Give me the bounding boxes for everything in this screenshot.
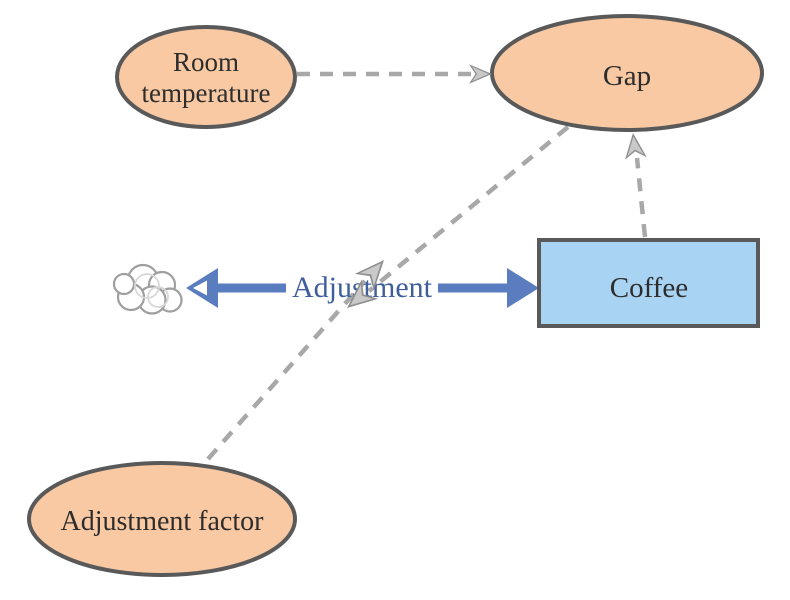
flow-arrowhead-right [507, 268, 539, 308]
connector-adjustment-factor-to-adjustment[interactable] [206, 279, 367, 461]
arrowhead-coffee-to-gap [622, 131, 647, 160]
flow-adjustment[interactable] [186, 268, 539, 308]
adjustment-factor-label: Adjustment factor [61, 506, 265, 537]
node-coffee-stock[interactable]: Coffee [537, 238, 760, 328]
gap-label: Gap [603, 60, 651, 92]
coffee-label: Coffee [610, 272, 688, 304]
connector-gap-to-adjustment[interactable] [367, 125, 570, 293]
room-temperature-label-line2: temperature [142, 78, 271, 108]
room-temperature-label-line1: Room [173, 47, 239, 77]
flow-arrowhead-left-notch [193, 280, 207, 296]
arrowhead-room-temperature-to-gap [469, 64, 492, 84]
node-room-temperature[interactable]: Room temperature [115, 25, 297, 129]
connector-coffee-to-gap[interactable] [634, 157, 648, 238]
node-gap[interactable]: Gap [490, 14, 764, 132]
cloud-icon[interactable] [112, 263, 183, 315]
node-adjustment-factor[interactable]: Adjustment factor [27, 461, 297, 577]
